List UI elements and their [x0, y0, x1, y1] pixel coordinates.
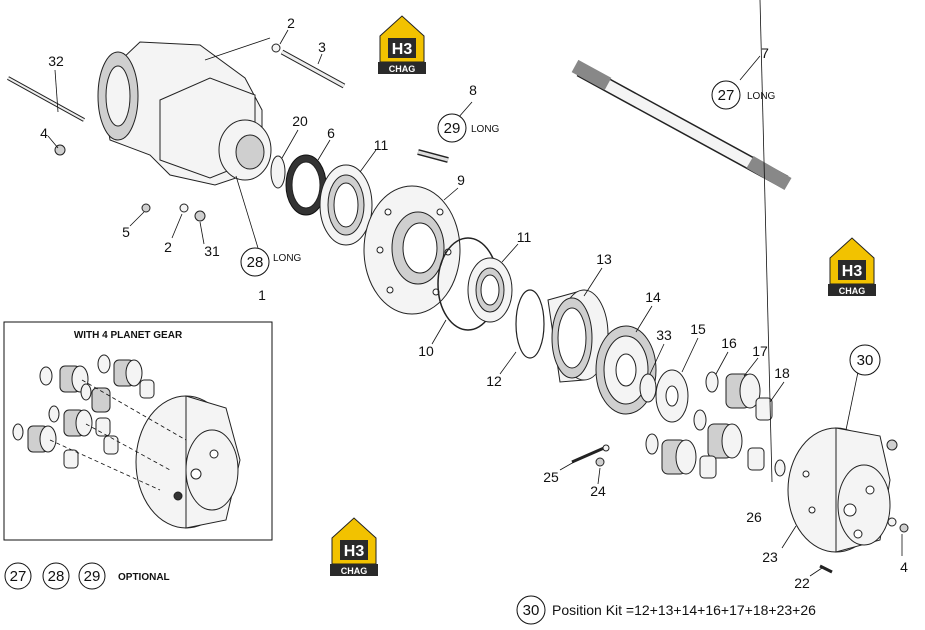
washer-2-drawing	[179, 203, 189, 213]
inset-4-planet-gear: WITH 4 PLANET GEAR	[3, 321, 273, 541]
wheel-hub-9-drawing	[363, 185, 461, 315]
washer-4b-drawing	[887, 517, 897, 527]
stud-8-drawing	[417, 149, 449, 163]
shaft-32-drawing	[7, 76, 85, 122]
part-label-4-right: 4	[900, 559, 908, 575]
part-label-22: 22	[794, 575, 810, 591]
brand-logo-mark: H3	[392, 41, 413, 58]
brand-logo-caption: CHAG	[389, 64, 416, 74]
callout-28: 28 LONG	[240, 247, 302, 277]
part-label-2-top: 2	[287, 15, 295, 31]
callout-29-long: LONG	[471, 124, 500, 135]
part-label-13: 13	[596, 251, 612, 267]
optional-28: 28	[48, 568, 65, 585]
callout-27: 27 LONG	[711, 80, 776, 110]
callout-27-long: LONG	[747, 91, 776, 102]
part-number-labels: 1 2 2 3 4 4 5 6 7 8 9 10 11 11 12 13 14 …	[40, 15, 908, 591]
screw-25-drawing	[571, 444, 610, 464]
leader-lines	[47, 0, 903, 577]
callout-30-number: 30	[857, 352, 874, 369]
planet-gear-set-drawing	[645, 371, 786, 479]
part-label-23: 23	[762, 549, 778, 565]
optional-27: 27	[10, 568, 27, 585]
position-kit-note: 30 Position Kit =12+13+14+16+17+18+23+26	[516, 595, 816, 625]
part-label-26: 26	[746, 509, 762, 525]
optional-legend: 27 28 29 OPTIONAL	[4, 562, 170, 590]
part-label-2-bottom: 2	[164, 239, 172, 255]
part-label-18: 18	[774, 365, 790, 381]
callout-28-long: LONG	[273, 253, 302, 264]
part-label-25: 25	[543, 469, 559, 485]
part-label-6: 6	[327, 125, 335, 141]
nut-24-drawing	[595, 457, 605, 467]
part-label-1: 1	[258, 287, 266, 303]
snap-ring-12-drawing	[515, 289, 545, 359]
brand-logo-right: H3 CHAG	[828, 237, 876, 296]
part-label-11-top: 11	[374, 137, 389, 153]
bearing-11b-drawing	[467, 257, 513, 323]
brand-logo-caption: CHAG	[839, 286, 866, 296]
part-label-20: 20	[292, 113, 308, 129]
part-label-24: 24	[590, 483, 606, 499]
part-label-7: 7	[761, 45, 769, 61]
bearing-11-drawing	[319, 164, 373, 246]
planet-carrier-23-drawing	[787, 427, 891, 553]
callout-29: 29 LONG	[437, 113, 500, 143]
callout-28-number: 28	[247, 254, 264, 271]
brand-logo-bottom: H3 CHAG	[330, 517, 378, 576]
part-label-16: 16	[721, 335, 737, 351]
brand-logo-mark: H3	[344, 543, 365, 560]
callout-27-number: 27	[718, 87, 735, 104]
inset-planet-gears-drawing	[12, 354, 241, 529]
optional-label: OPTIONAL	[118, 572, 170, 583]
part-label-15: 15	[690, 321, 706, 337]
plug-22-drawing	[819, 564, 833, 574]
axle-shaft-7-drawing	[571, 59, 792, 191]
axle-housing-drawing	[97, 37, 272, 249]
nut-31-drawing	[194, 210, 206, 222]
seal-20-drawing	[270, 155, 286, 189]
callout-29-number: 29	[444, 120, 461, 137]
ring-gear-13-drawing	[547, 289, 609, 383]
part-label-33: 33	[656, 327, 672, 343]
seal-6-drawing	[285, 154, 327, 216]
brand-logo-top: H3 CHAG	[378, 15, 426, 74]
optional-29: 29	[84, 568, 101, 585]
position-kit-text: Position Kit =12+13+14+16+17+18+23+26	[552, 602, 816, 618]
callout-30: 30	[849, 344, 881, 376]
position-kit-number: 30	[523, 602, 540, 619]
part-label-3: 3	[318, 39, 326, 55]
thrust-plate-15-drawing	[655, 369, 689, 423]
part-label-14: 14	[645, 289, 661, 305]
bolt-4b-drawing	[886, 439, 898, 451]
fitting-5-drawing	[141, 203, 151, 213]
bolt-3-drawing	[271, 43, 346, 89]
part-label-11-mid: 11	[517, 229, 532, 245]
part-label-9: 9	[457, 172, 465, 188]
inset-title: WITH 4 PLANET GEAR	[74, 330, 183, 341]
part-label-32: 32	[48, 53, 64, 69]
part-label-31: 31	[204, 243, 220, 259]
nut-4b-drawing	[899, 523, 909, 533]
brand-logo-caption: CHAG	[341, 566, 368, 576]
washer-33-drawing	[639, 373, 657, 403]
part-label-12: 12	[486, 373, 502, 389]
brand-logo-mark: H3	[842, 263, 863, 280]
part-label-5: 5	[122, 224, 130, 240]
part-label-4-left: 4	[40, 125, 48, 141]
part-label-8: 8	[469, 82, 477, 98]
part-label-17: 17	[752, 343, 768, 359]
part-label-10: 10	[418, 343, 434, 359]
